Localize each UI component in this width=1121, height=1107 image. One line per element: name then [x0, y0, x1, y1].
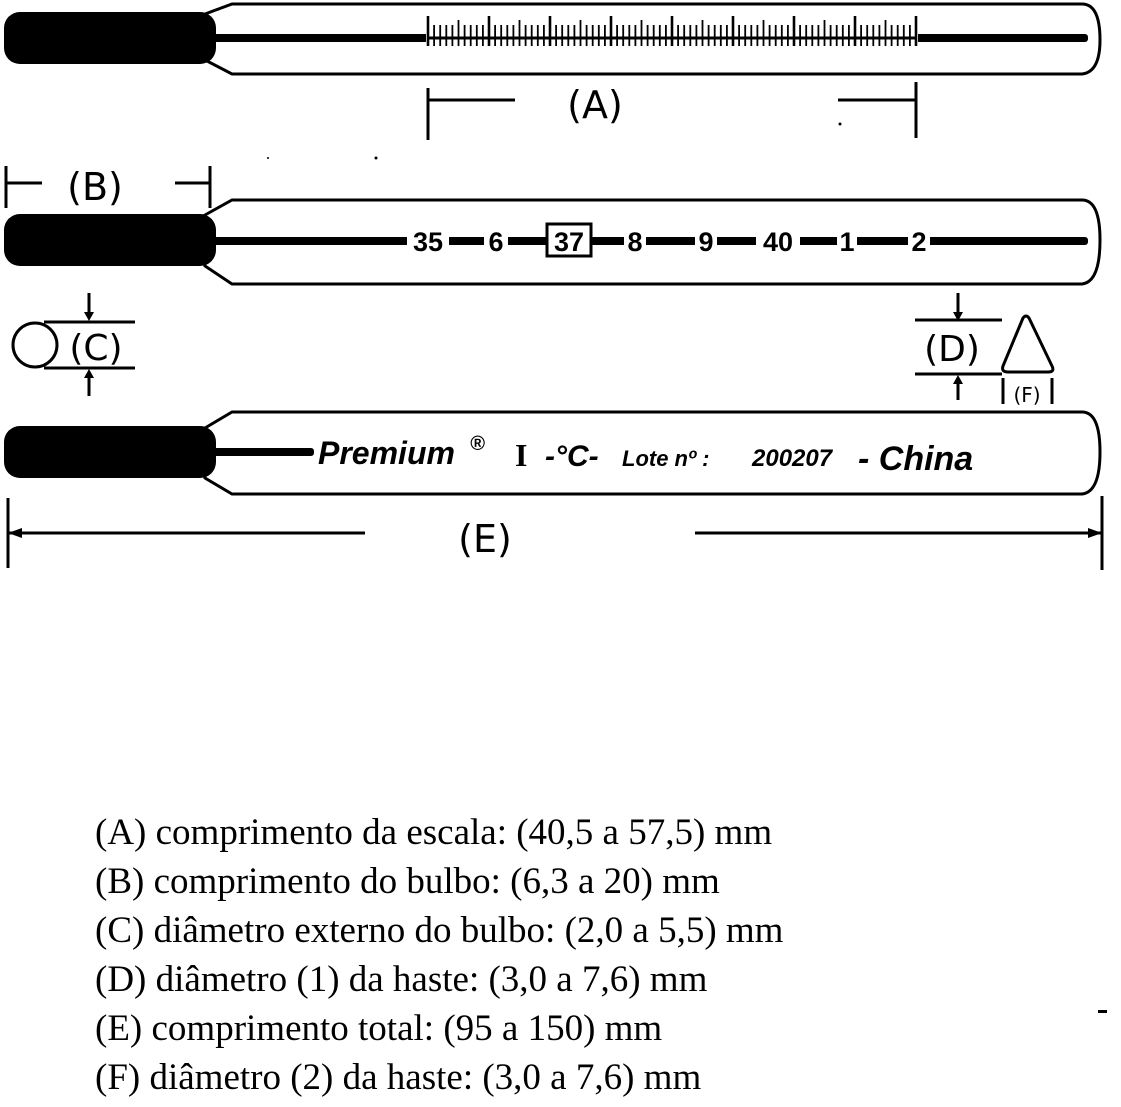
thermometer-bottom-bulb [4, 426, 216, 478]
imprint-unit: -°C- [545, 440, 599, 473]
thermometer-bottom-capillary [210, 448, 314, 456]
thermometer-middle-capillary [210, 237, 1088, 245]
imprint-brand: Premium [318, 435, 455, 471]
scale-number-1: 1 [839, 227, 854, 257]
scale-number-35: 35 [413, 227, 443, 257]
label-d: (D) [924, 329, 980, 370]
scale-number-40: 40 [763, 227, 793, 257]
scale-number-2: 2 [911, 227, 926, 257]
imprint-lot-label: Lote nº : [622, 446, 709, 471]
stem-cross-section-icon [1001, 314, 1055, 374]
scale-number-6: 6 [488, 227, 503, 257]
thermometer-middle-bulb [4, 214, 216, 266]
thermometer-top-bulb [4, 12, 216, 64]
specification-legend: (A) comprimento da escala: (40,5 a 57,5)… [95, 808, 783, 1102]
thermometer-bottom: Premium ® I -°C- Lote nº : 200207 - Chin… [4, 410, 1102, 496]
label-e: (E) [458, 517, 512, 561]
imprint-registered-mark: ® [470, 433, 485, 455]
label-f: (F) [1013, 383, 1040, 407]
legend-item-e: (E) comprimento total: (95 a 150) mm [95, 1008, 663, 1049]
imprint-origin: - China [858, 440, 973, 478]
legend-item-a: (A) comprimento da escala: (40,5 a 57,5)… [95, 812, 773, 853]
dimension-d: (D) [915, 293, 1002, 400]
thermometer-top [4, 2, 1102, 76]
dimension-c: (C) [11, 293, 135, 396]
scale-number-37: 37 [554, 227, 584, 257]
scale-number-8: 8 [627, 227, 642, 257]
dimension-e: (E) [6, 496, 1104, 570]
scale-number-37-box [545, 222, 593, 258]
dimension-a: (A) [426, 82, 918, 140]
scale-number-9: 9 [698, 227, 713, 257]
label-c: (C) [69, 328, 122, 369]
scale-numbers: 35 6 37 8 9 40 1 2 [407, 222, 930, 258]
thermometer-middle: 35 6 37 8 9 40 1 2 [4, 198, 1102, 286]
legend-item-b: (B) comprimento do bulbo: (6,3 a 20) mm [95, 861, 720, 902]
dimension-f: (F) [1001, 314, 1055, 407]
legend-item-c: (C) diâmetro externo do bulbo: (2,0 a 5,… [95, 910, 784, 951]
imprint-roman: I [515, 437, 527, 473]
label-a: (A) [567, 83, 623, 127]
label-b: (B) [67, 165, 123, 209]
dimension-b: (B) [4, 165, 212, 209]
imprint-lot-number: 200207 [751, 445, 834, 472]
bulb-cross-section-icon [11, 321, 59, 369]
legend-item-d: (D) diâmetro (1) da haste: (3,0 a 7,6) m… [95, 959, 708, 1000]
thermometer-bottom-body [203, 410, 1102, 496]
legend-item-f: (F) diâmetro (2) da haste: (3,0 a 7,6) m… [95, 1057, 702, 1098]
scale-ticks [426, 16, 918, 60]
